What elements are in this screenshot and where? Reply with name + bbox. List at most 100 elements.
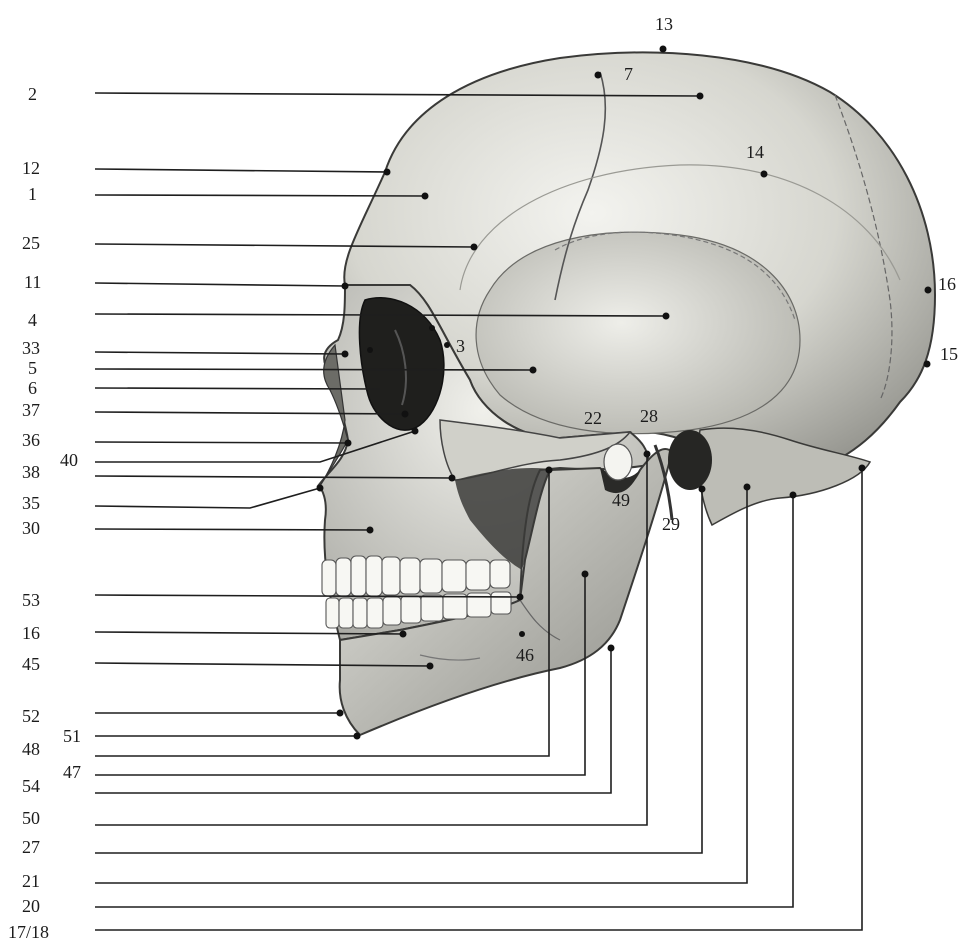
- leader-line: [95, 488, 320, 508]
- label-13: 13: [655, 14, 673, 34]
- upper-tooth: [400, 558, 420, 594]
- pointer-dot: [699, 486, 706, 493]
- pointer-dot: [427, 663, 434, 670]
- pointer-dot: [546, 467, 553, 474]
- pointer-dot: [925, 287, 932, 294]
- label-38: 38: [22, 462, 40, 482]
- lower-tooth: [443, 594, 467, 619]
- label-6: 6: [28, 378, 37, 398]
- label-16: 16: [22, 623, 40, 643]
- label-27: 27: [22, 837, 40, 857]
- label-47: 47: [63, 762, 81, 782]
- upper-tooth: [351, 556, 366, 596]
- label-30: 30: [22, 518, 40, 538]
- pointer-dot: [859, 465, 866, 472]
- pointer-dot: [317, 485, 324, 492]
- lower-tooth: [401, 596, 421, 623]
- label-49: 49: [612, 490, 630, 510]
- lower-tooth: [383, 597, 401, 625]
- skull-illustration: [318, 52, 935, 735]
- pointer-dot: [608, 645, 615, 652]
- pointer-dot: [530, 367, 537, 374]
- label-17-18: 17/18: [8, 922, 49, 942]
- upper-tooth: [442, 560, 466, 592]
- label-40: 40: [60, 450, 78, 470]
- pointer-dot: [744, 484, 751, 491]
- pointer-dot: [402, 411, 409, 418]
- pointer-dot: [660, 46, 667, 53]
- leader-line: [95, 529, 370, 530]
- pointer-dot: [367, 527, 374, 534]
- pointer-dot: [412, 428, 419, 435]
- upper-tooth: [366, 556, 382, 596]
- pointer-dot: [354, 733, 361, 740]
- pointer-dot: [345, 440, 352, 447]
- lower-tooth: [367, 598, 383, 628]
- label-2: 2: [28, 84, 37, 104]
- label-28: 28: [640, 406, 658, 426]
- pointer-dot: [697, 93, 704, 100]
- leader-line: [95, 352, 345, 354]
- label-12: 12: [22, 158, 40, 178]
- label-53: 53: [22, 590, 40, 610]
- label-22: 22: [584, 408, 602, 428]
- label-3: 3: [456, 336, 465, 356]
- lower-tooth: [491, 592, 511, 614]
- label-11: 11: [24, 272, 41, 292]
- pointer-dot: [342, 283, 349, 290]
- pointer-dot: [519, 631, 525, 637]
- lower-tooth: [421, 595, 443, 621]
- pointer-dot: [342, 351, 349, 358]
- upper-tooth: [466, 560, 490, 590]
- pointer-dot: [595, 72, 602, 79]
- pointer-dot: [663, 313, 670, 320]
- label-54: 54: [22, 776, 40, 796]
- label-25: 25: [22, 233, 40, 253]
- upper-tooth: [382, 557, 400, 595]
- label-35: 35: [22, 493, 40, 513]
- label-50: 50: [22, 808, 40, 828]
- label-52: 52: [22, 706, 40, 726]
- leader-line: [95, 442, 348, 443]
- leader-line: [95, 169, 387, 172]
- leader-line: [95, 283, 345, 286]
- leader-line: [95, 388, 380, 389]
- label-1: 1: [28, 184, 37, 204]
- label-15: 15: [940, 344, 958, 364]
- lower-tooth: [339, 598, 353, 628]
- label-48: 48: [22, 739, 40, 759]
- pointer-dot: [761, 171, 768, 178]
- upper-tooth: [490, 560, 510, 588]
- leader-line: [95, 195, 425, 196]
- pointer-dot: [471, 244, 478, 251]
- lower-tooth: [353, 598, 367, 628]
- label-14: 14: [746, 142, 764, 162]
- upper-tooth: [420, 559, 442, 593]
- label-46: 46: [516, 645, 534, 665]
- label-5: 5: [28, 358, 37, 378]
- pointer-dot: [924, 361, 931, 368]
- label-36: 36: [22, 430, 40, 450]
- pointer-dot: [449, 475, 456, 482]
- pointer-dot: [790, 492, 797, 499]
- pointer-dot: [517, 594, 524, 601]
- label-37: 37: [22, 400, 40, 420]
- pointer-dot: [582, 571, 589, 578]
- label-7: 7: [624, 64, 633, 84]
- pointer-dot: [400, 631, 407, 638]
- pointer-dot: [422, 193, 429, 200]
- pointer-dot: [644, 451, 651, 458]
- articular-tubercle: [604, 444, 632, 480]
- pointer-dot: [444, 342, 450, 348]
- pointer-dot: [337, 710, 344, 717]
- label-20: 20: [22, 896, 40, 916]
- upper-tooth: [336, 558, 351, 596]
- label-16-occipital: 16: [938, 274, 956, 294]
- label-33: 33: [22, 338, 40, 358]
- pointer-dot: [429, 325, 435, 331]
- label-4: 4: [28, 310, 37, 330]
- leader-line: [95, 369, 533, 370]
- external-acoustic-meatus: [668, 430, 712, 490]
- pointer-dot: [367, 347, 373, 353]
- label-51: 51: [63, 726, 81, 746]
